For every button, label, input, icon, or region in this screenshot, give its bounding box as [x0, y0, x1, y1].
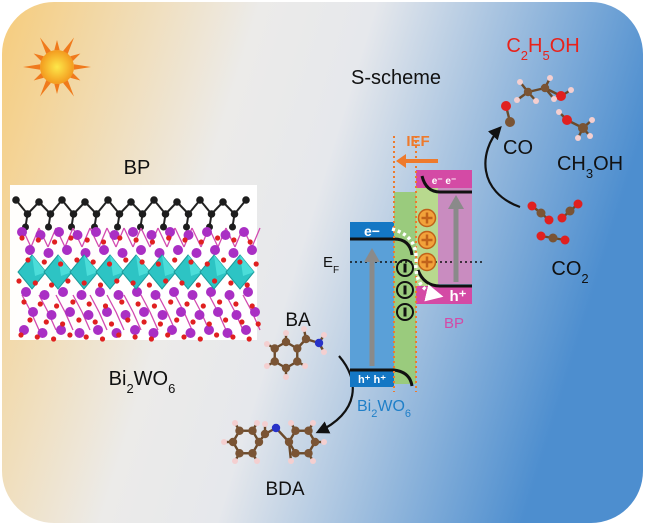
bda-molecule: [221, 419, 327, 465]
co-molecule: [501, 101, 515, 127]
ba-label: BA: [285, 310, 311, 331]
co2-molecules: [527, 199, 583, 245]
reduction-arrow-icon: [484, 126, 521, 209]
bda-label: BDA: [265, 479, 304, 500]
background-panel: [2, 2, 643, 523]
sun-icon: [23, 37, 91, 97]
bw-cb-edge: [350, 237, 414, 256]
negative-charges: [396, 259, 414, 321]
bi2wo6-vb: [350, 370, 394, 387]
bp-excitation-arrowhead: [448, 195, 464, 209]
bp-cb: [416, 170, 472, 188]
ief-arrow-icon: [396, 154, 438, 168]
ethanol-molecule: [514, 75, 574, 104]
bi2wo6-cb: [350, 222, 394, 239]
ba-molecule: [263, 326, 327, 380]
electron-transfer-arrow-icon: [391, 227, 444, 302]
fermi-level-label: EF: [323, 254, 339, 276]
bw-electron-label: e−: [364, 223, 380, 239]
bp-band-label: BP: [444, 315, 464, 332]
reaction-arrow-icon: [315, 355, 354, 434]
bi2wo6-structure-label: Bi2WO6: [109, 368, 176, 396]
methanol-label: CH3OH: [557, 153, 623, 181]
ief-label: IEF: [406, 133, 429, 150]
bw-excitation-arrowhead: [364, 248, 380, 262]
bp-hole-label: h⁺: [449, 288, 466, 305]
co-label: CO: [503, 137, 533, 159]
bp-structure-label: BP: [124, 157, 151, 179]
methanol-molecule: [556, 109, 595, 141]
bw-vb-edge: [350, 368, 414, 387]
bp-electrons-label: e⁻ e⁻: [432, 176, 456, 187]
scheme-title: S-scheme: [351, 67, 441, 89]
co2-label: CO2: [551, 258, 588, 286]
bw-holes-label: h⁺ h⁺: [358, 374, 386, 386]
band-diagram: EF IEF e− h⁺ h⁺ e⁻ e⁻ h⁺ BP Bi2WO6: [323, 133, 484, 420]
positive-charges: [417, 208, 437, 272]
crystal-structure: [10, 185, 261, 342]
bp-cb-edge: [420, 175, 472, 194]
bi2wo6-band-label: Bi2WO6: [357, 398, 411, 420]
ethanol-label: C2H5OH: [506, 35, 579, 63]
